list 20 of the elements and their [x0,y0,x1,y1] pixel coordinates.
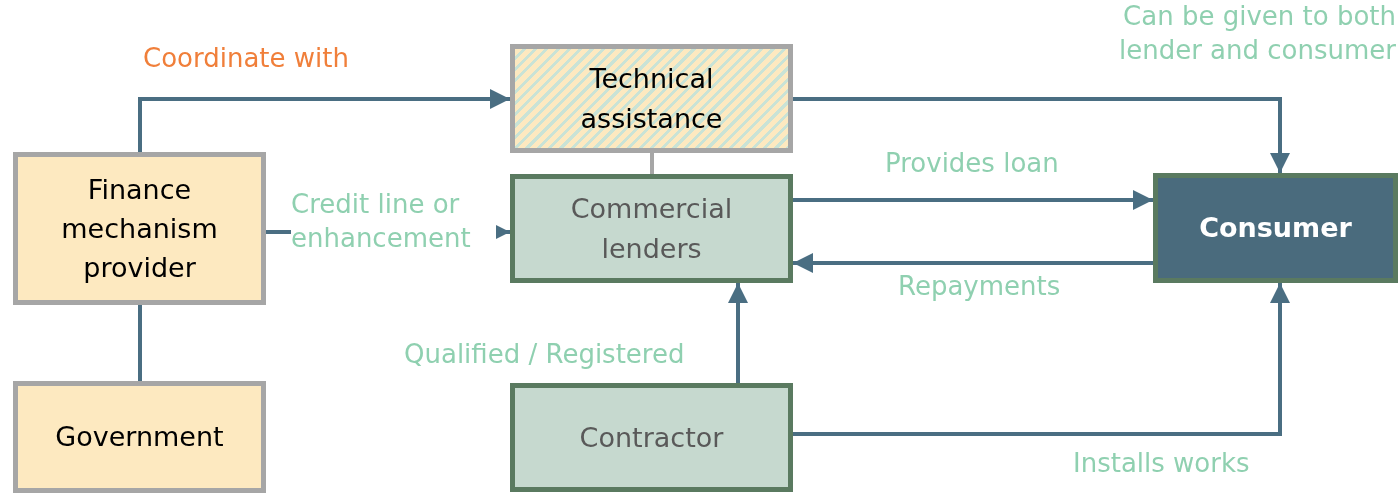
arrow [793,253,1153,273]
node-label: Contractor [579,420,724,455]
process-box [13,152,266,305]
arrow [793,190,1153,210]
node-label: Consumer [1199,211,1352,246]
node-label: Government [55,420,224,455]
process-box [510,44,793,153]
node-label: Technical assistance [579,62,724,136]
connector-line [650,153,654,174]
arrow [728,283,748,383]
process-box [510,174,793,283]
process-box [510,383,793,492]
arrow [793,283,1290,436]
connector-line [138,305,142,381]
arrow [138,89,510,152]
arrow [793,97,1290,173]
node-label: Commercial lenders [569,192,734,266]
process-box [1153,173,1398,283]
process-box [13,381,266,493]
node-label: Finance mechanism provider [60,172,219,286]
